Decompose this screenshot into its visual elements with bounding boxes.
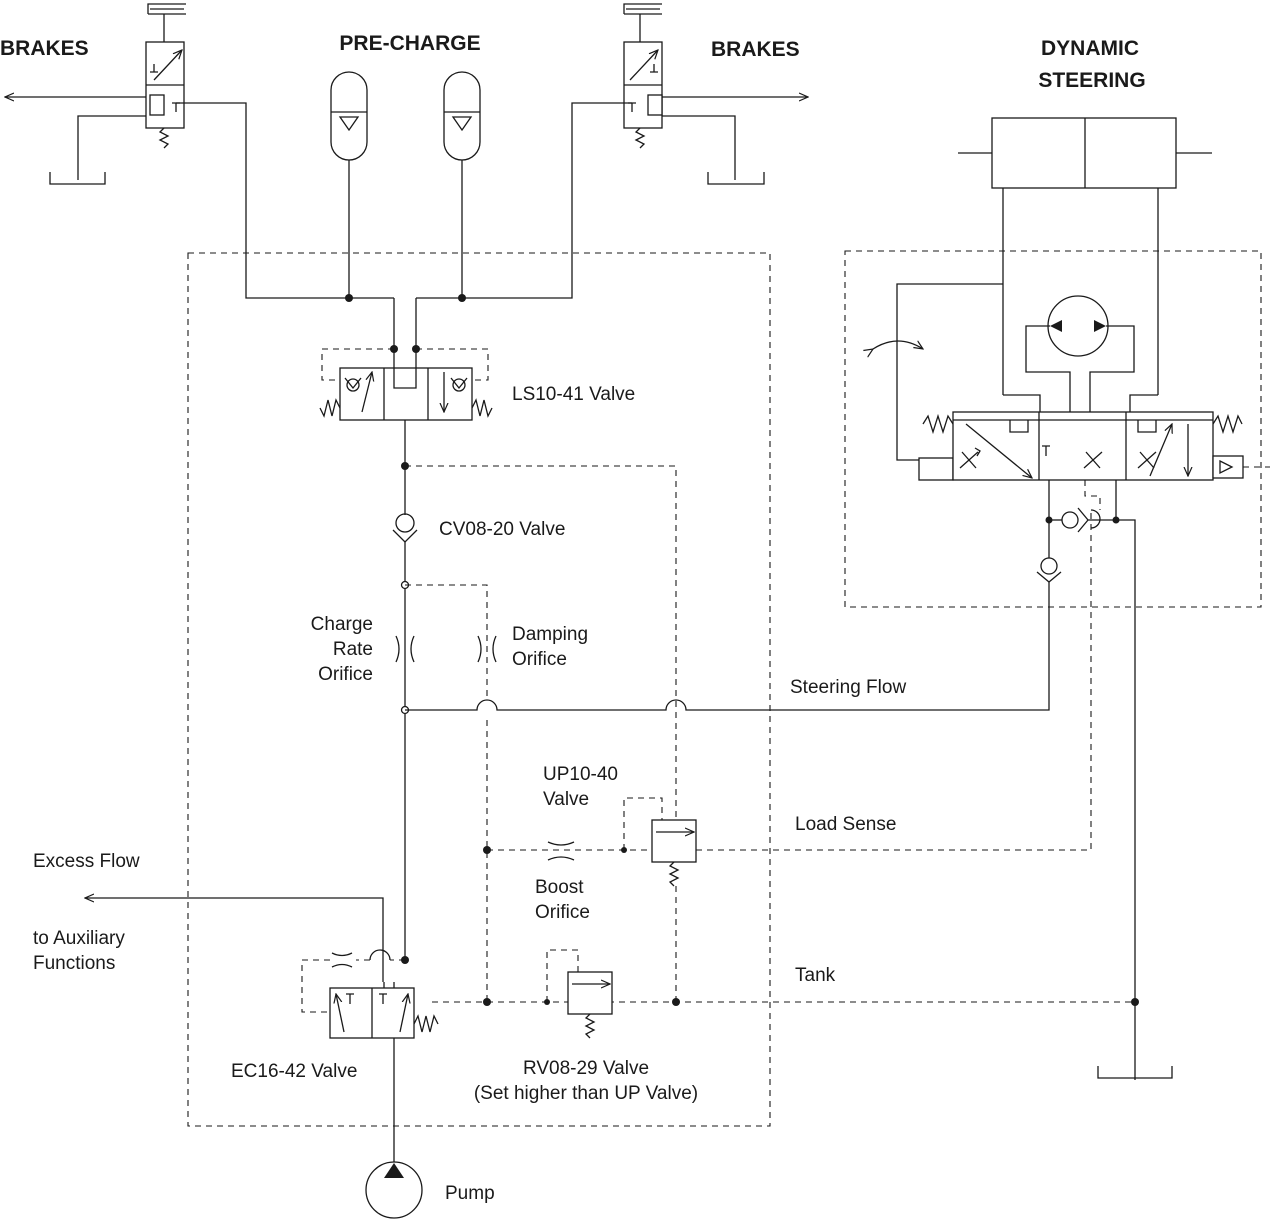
junction	[401, 956, 409, 964]
label-brakes-left: BRAKES	[0, 37, 89, 60]
main-manifold-boundary	[187, 252, 771, 1127]
label-up10-valve: Valve	[543, 789, 589, 810]
junction	[672, 998, 680, 1006]
junction	[483, 846, 491, 854]
steering-control-valve	[896, 283, 1270, 481]
ec16-42-valve-symbol	[301, 949, 439, 1039]
label-to-auxiliary: to Auxiliary	[33, 928, 125, 949]
damping-orifice	[477, 635, 497, 663]
junction	[345, 294, 353, 302]
label-brakes-right: BRAKES	[711, 38, 800, 61]
label-cv08-20-valve: CV08-20 Valve	[439, 519, 565, 540]
junction	[483, 998, 491, 1006]
label-load-sense: Load Sense	[795, 814, 896, 835]
label-steering-flow: Steering Flow	[790, 677, 906, 698]
label-ls10-41-valve: LS10-41 Valve	[512, 384, 635, 405]
tank-return-line	[1116, 519, 1136, 1080]
excess-flow-line	[85, 898, 384, 982]
accumulator-right	[443, 71, 481, 298]
label-functions: Functions	[33, 953, 115, 974]
label-ec16-42-valve: EC16-42 Valve	[231, 1061, 357, 1082]
label-dynamic: DYNAMIC	[1041, 37, 1139, 60]
right-brake-valve	[623, 3, 808, 185]
label-boost-orifice: Orifice	[535, 902, 590, 923]
label-steering-title: STEERING	[1038, 69, 1145, 92]
label-tank: Tank	[795, 965, 836, 986]
steering-unit-boundary	[844, 250, 1262, 608]
label-damping-orifice: Orifice	[512, 649, 567, 670]
label-rv08-29-valve: RV08-29 Valve	[523, 1058, 649, 1079]
tank-symbol	[1097, 1066, 1173, 1079]
junction	[458, 294, 466, 302]
accumulator-left	[330, 71, 368, 298]
right-brake-line	[416, 102, 632, 299]
steering-motor	[1003, 295, 1158, 412]
rotation-arrow	[873, 340, 923, 349]
load-sense-pilot-line	[405, 465, 677, 822]
charge-rate-orifice	[395, 635, 415, 663]
up10-40-valve-symbol	[623, 797, 697, 887]
label-rate: Rate	[333, 639, 373, 660]
steering-flow-line	[405, 582, 1050, 711]
junction	[621, 847, 627, 853]
ls10-41-valve-symbol	[319, 298, 493, 421]
label-up10-40: UP10-40	[543, 764, 618, 785]
damping-line	[405, 584, 488, 700]
label-pump: Pump	[445, 1183, 495, 1204]
rv08-29-valve-symbol	[546, 949, 613, 1039]
load-sense-line	[696, 510, 1092, 851]
cv08-20-check-valve	[392, 513, 418, 543]
steering-inlet	[1036, 480, 1120, 583]
label-rv08-setting: (Set higher than UP Valve)	[474, 1083, 698, 1104]
label-excess-flow: Excess Flow	[33, 851, 140, 872]
label-pre-charge: PRE-CHARGE	[339, 32, 480, 55]
boost-orifice	[547, 841, 575, 861]
left-brake-valve	[5, 3, 186, 185]
label-boost: Boost	[535, 877, 584, 898]
steering-cylinder	[958, 117, 1212, 395]
left-brake-line	[176, 102, 394, 299]
label-damping: Damping	[512, 624, 588, 645]
label-charge: Charge	[311, 614, 373, 635]
label-orifice: Orifice	[318, 664, 373, 685]
pump-symbol	[365, 1161, 423, 1219]
